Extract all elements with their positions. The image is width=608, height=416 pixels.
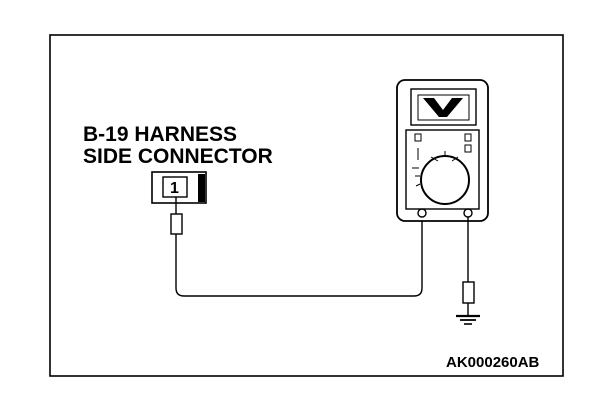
connector-pin-number: 1 (170, 180, 179, 197)
meter-input-terminal (463, 208, 473, 218)
meter-com-terminal (417, 208, 427, 218)
figure-id: AK000260AB (446, 354, 540, 371)
left-probe-body (170, 213, 183, 235)
connector-icon: 1 (151, 171, 207, 204)
connector-lock-tab (198, 174, 205, 202)
meter-dial (420, 155, 470, 205)
test-lead-wire (175, 216, 423, 297)
ground-symbol-icon (456, 314, 480, 325)
connector-pin-cell (162, 176, 188, 198)
right-probe-body (462, 281, 475, 304)
multimeter-icon (396, 79, 489, 222)
meter-display-v-mark (423, 98, 463, 117)
connector-label-line1: B-19 HARNESS (83, 123, 237, 146)
connector-label-line2: SIDE CONNECTOR (83, 145, 273, 168)
